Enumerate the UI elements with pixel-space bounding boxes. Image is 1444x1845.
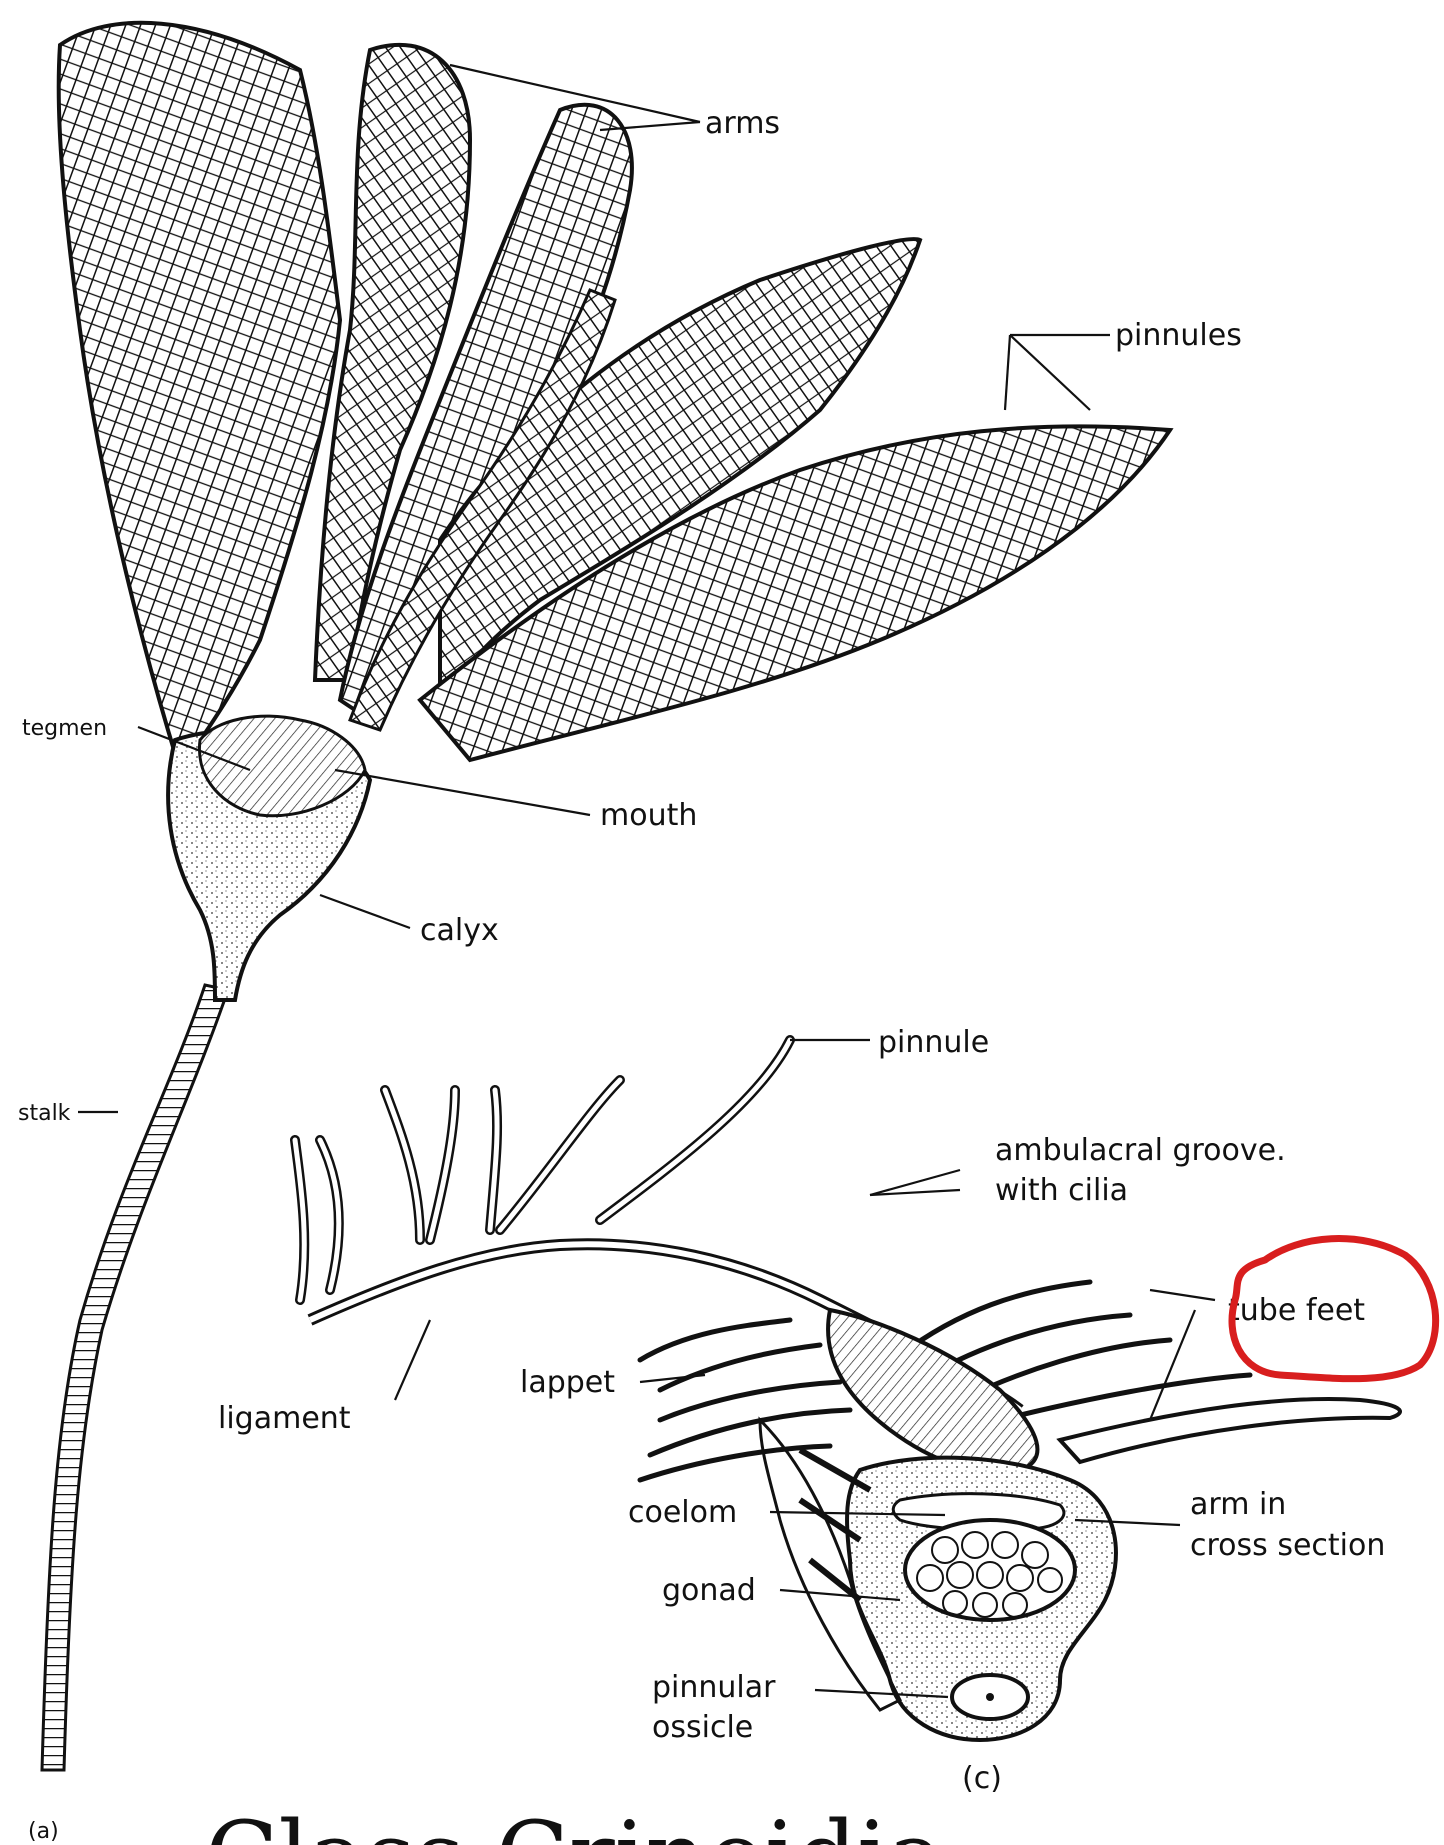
label-ambulacral-line1: ambulacral groove. (995, 1133, 1286, 1168)
panel-label-c: (c) (962, 1761, 1002, 1796)
label-arm-cross-line1: arm in (1190, 1487, 1286, 1522)
label-pinnule: pinnule (878, 1025, 989, 1060)
label-ligament: ligament (218, 1401, 351, 1436)
label-mouth: mouth (600, 798, 697, 833)
label-stalk: stalk (18, 1101, 71, 1126)
label-pinnular-line1: pinnular (652, 1670, 776, 1705)
gonad-shape (905, 1520, 1075, 1620)
page-title: Class Crinoidia (205, 1801, 945, 1845)
label-tegmen: tegmen (22, 716, 107, 741)
lappet-fringe (640, 1320, 850, 1480)
label-arm-cross-line2: cross section (1190, 1528, 1385, 1563)
label-tube-feet: tube feet (1228, 1293, 1365, 1328)
label-pinnular-line2: ossicle (652, 1710, 753, 1745)
label-calyx: calyx (420, 913, 499, 948)
panel-label-a: (a) (28, 1819, 59, 1844)
label-arms: arms (705, 106, 780, 141)
arm-fan-left (59, 23, 340, 770)
label-lappet: lappet (520, 1365, 615, 1400)
label-gonad: gonad (662, 1573, 756, 1608)
label-ambulacral-line2: with cilia (995, 1173, 1128, 1208)
label-coelom: coelom (628, 1495, 737, 1530)
label-pinnules: pinnules (1115, 318, 1242, 353)
long-tube-foot (1060, 1399, 1400, 1462)
